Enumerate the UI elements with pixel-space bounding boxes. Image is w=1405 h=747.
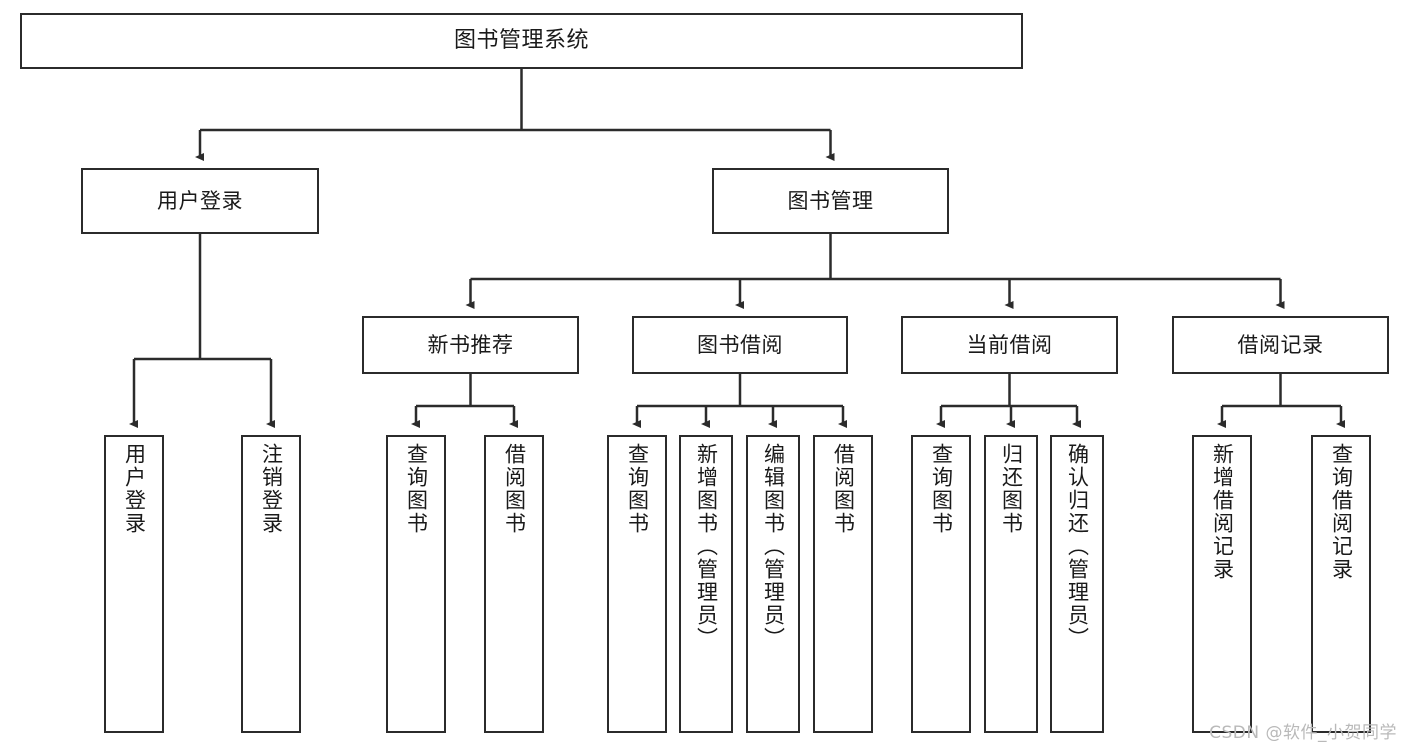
node-label: 新增图书（管理员） [694, 443, 719, 650]
leaf-add-book[interactable]: 新增图书（管理员） [679, 435, 733, 733]
leaf-query-book-borrow[interactable]: 查询图书 [607, 435, 667, 733]
leaf-query-borrow-record[interactable]: 查询借阅记录 [1311, 435, 1371, 733]
node-label: 查询图书 [929, 443, 954, 535]
node-label: 确认归还（管理员） [1065, 443, 1090, 650]
leaf-add-borrow-record[interactable]: 新增借阅记录 [1192, 435, 1252, 733]
leaf-query-book-current[interactable]: 查询图书 [911, 435, 971, 733]
node-label: 借阅图书 [831, 443, 856, 535]
node-label: 查询图书 [404, 443, 429, 535]
node-label: 用户登录 [157, 188, 243, 213]
node-new-book-recommend[interactable]: 新书推荐 [362, 316, 579, 374]
node-label: 当前借阅 [966, 332, 1053, 357]
node-label: 新书推荐 [427, 332, 514, 357]
node-label: 图书借阅 [697, 332, 783, 357]
leaf-edit-book[interactable]: 编辑图书（管理员） [746, 435, 800, 733]
leaf-borrow-book-recommend[interactable]: 借阅图书 [484, 435, 544, 733]
node-user-login[interactable]: 用户登录 [81, 168, 319, 234]
leaf-user-login[interactable]: 用户登录 [104, 435, 164, 733]
watermark: CSDN @软件_小贺同学 [1209, 723, 1397, 743]
node-borrow-record[interactable]: 借阅记录 [1172, 316, 1389, 374]
node-book-management[interactable]: 图书管理 [712, 168, 949, 234]
node-label: 注销登录 [259, 443, 284, 535]
node-root[interactable]: 图书管理系统 [20, 13, 1023, 69]
node-label: 借阅记录 [1237, 332, 1324, 357]
node-label: 归还图书 [999, 443, 1024, 535]
node-label: 图书管理系统 [453, 28, 589, 54]
node-current-borrow[interactable]: 当前借阅 [901, 316, 1118, 374]
leaf-confirm-return[interactable]: 确认归还（管理员） [1050, 435, 1104, 733]
node-label: 借阅图书 [502, 443, 527, 535]
node-label: 编辑图书（管理员） [761, 443, 786, 650]
node-label: 图书管理 [787, 188, 874, 213]
leaf-borrow-book[interactable]: 借阅图书 [813, 435, 873, 733]
node-label: 查询借阅记录 [1329, 443, 1354, 581]
leaf-query-book-recommend[interactable]: 查询图书 [386, 435, 446, 733]
node-book-borrow[interactable]: 图书借阅 [632, 316, 848, 374]
leaf-return-book[interactable]: 归还图书 [984, 435, 1038, 733]
node-label: 查询图书 [625, 443, 650, 535]
node-label: 新增借阅记录 [1210, 443, 1235, 581]
leaf-logout[interactable]: 注销登录 [241, 435, 301, 733]
node-label: 用户登录 [122, 443, 147, 535]
